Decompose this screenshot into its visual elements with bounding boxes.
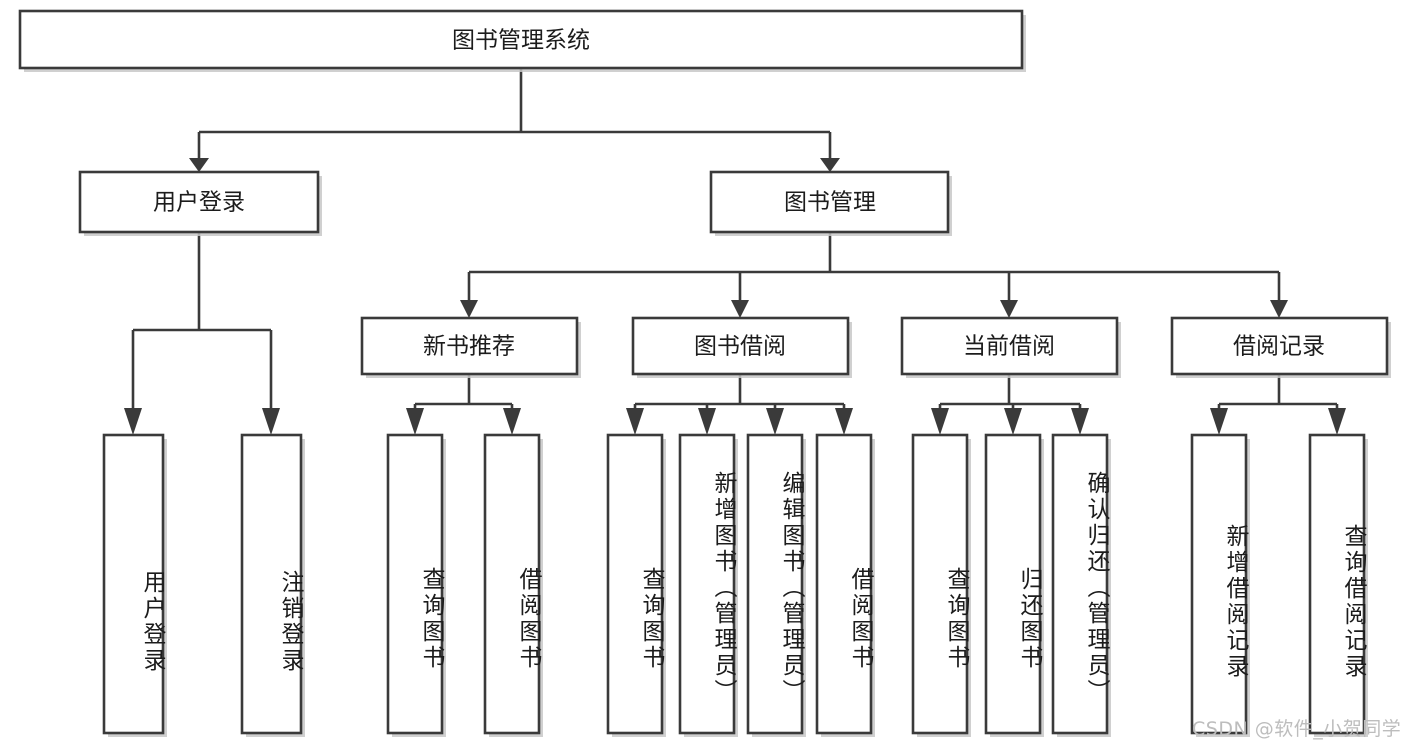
arrowhead-leaf-query-record [1328, 408, 1346, 435]
arrowhead-leaf-query-current [931, 408, 949, 435]
arrowhead-current-borrow [1000, 300, 1018, 318]
arrowhead-leaf-edit-book [766, 408, 784, 435]
arrowhead-leaf-add-book [698, 408, 716, 435]
node-book-borrow[interactable] [631, 316, 850, 376]
node-borrow-record[interactable] [1170, 316, 1389, 376]
arrowhead-book-manage [820, 158, 840, 172]
node-user-login[interactable] [78, 170, 320, 234]
node-leaf-borrow-book-recommend[interactable] [483, 433, 541, 735]
arrowhead-leaf-query-borrow [626, 408, 644, 435]
label-book-manage: 图书管理 [784, 190, 876, 216]
node-current-borrow[interactable] [900, 316, 1119, 376]
label-borrow-record: 借阅记录 [1233, 334, 1325, 360]
arrowhead-leaf-return-book [1004, 408, 1022, 435]
node-root[interactable] [18, 9, 1024, 70]
node-leaf-edit-book[interactable] [746, 433, 804, 735]
node-leaf-return-book[interactable] [984, 433, 1042, 735]
node-leaf-query-book-borrow[interactable] [606, 433, 664, 735]
arrowhead-new-book-recommend [460, 300, 478, 318]
arrowhead-book-borrow [731, 300, 749, 318]
arrowhead-leaf-logout [262, 408, 280, 435]
node-leaf-borrow-book[interactable] [815, 433, 873, 735]
node-leaf-query-book-current[interactable] [911, 433, 969, 735]
arrowhead-leaf-confirm-return [1071, 408, 1089, 435]
arrowhead-leaf-borrow-recommend [503, 408, 521, 435]
arrowhead-borrow-record [1270, 300, 1288, 318]
node-book-manage[interactable] [709, 170, 950, 234]
horizontal-label-layer: 图书管理系统 用户登录 图书管理 新书推荐 图书借阅 当前借阅 借阅记录 [153, 28, 1325, 360]
label-book-borrow: 图书借阅 [694, 334, 786, 360]
arrowhead-leaf-user-login [124, 408, 142, 435]
node-leaf-add-borrow-record[interactable] [1190, 433, 1248, 735]
label-root: 图书管理系统 [452, 28, 590, 54]
node-leaf-confirm-return[interactable] [1051, 433, 1109, 735]
arrowhead-leaf-add-record [1210, 408, 1228, 435]
arrowhead-leaf-query-recommend [406, 408, 424, 435]
arrowhead-layer [124, 158, 1346, 435]
node-box-layer [18, 9, 1391, 737]
node-leaf-add-book[interactable] [678, 433, 736, 735]
label-current-borrow: 当前借阅 [963, 334, 1055, 360]
node-new-book-recommend[interactable] [360, 316, 579, 376]
node-leaf-query-borrow-record[interactable] [1308, 433, 1366, 735]
label-new-book-recommend: 新书推荐 [423, 334, 515, 360]
csdn-watermark: CSDN @软件_小贺同学 [1192, 718, 1402, 740]
arrowhead-leaf-borrow-book [835, 408, 853, 435]
label-user-login: 用户登录 [153, 190, 245, 216]
arrowhead-user-login [189, 158, 209, 172]
node-leaf-user-login[interactable] [102, 433, 165, 735]
node-leaf-logout[interactable] [240, 433, 303, 735]
node-leaf-query-book-recommend[interactable] [386, 433, 444, 735]
